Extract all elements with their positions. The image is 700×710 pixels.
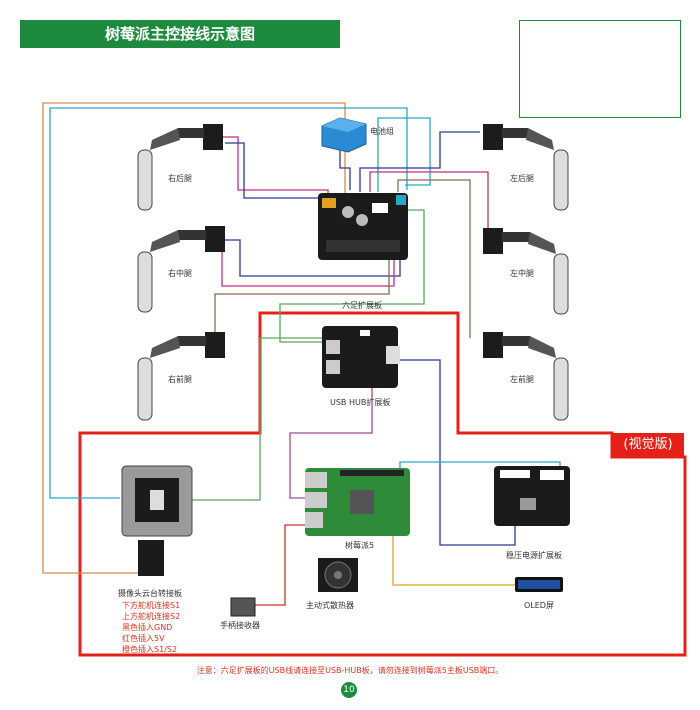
camera-notes: 下方舵机连接S1 上方舵机连接S2 黑色插入GND 红色插入5V 橙色插入S1/… bbox=[122, 600, 180, 655]
robot-thumbnail-frame bbox=[519, 20, 681, 118]
label-camera-board: 摄像头云台转接板 bbox=[118, 589, 182, 598]
usb-hub-expansion-board bbox=[322, 326, 400, 388]
wire-cyan-loop bbox=[377, 117, 431, 192]
camera-note: 橙色插入S1/S2 bbox=[122, 645, 178, 654]
rear-left-leg bbox=[483, 124, 569, 211]
label-front-right-leg: 右前腿 bbox=[168, 375, 192, 384]
footer-note: 注意：六足扩展板的USB线请连接至USB-HUB板，请勿连接到树莓派5主板USB… bbox=[196, 666, 504, 675]
vision-frame bbox=[78, 311, 687, 657]
handle-receiver-device bbox=[230, 597, 256, 617]
wire-gold-oled bbox=[392, 535, 515, 586]
wire-mid-right-magenta bbox=[221, 250, 395, 287]
wire-green-camera bbox=[192, 337, 325, 501]
wire-mid-left-magenta bbox=[369, 171, 489, 237]
wire-navy-regulator bbox=[395, 359, 516, 546]
regulator-board bbox=[494, 466, 570, 526]
label-mid-right-leg: 右中腿 bbox=[168, 269, 192, 278]
label-regulator-board: 稳压电源扩展板 bbox=[506, 551, 562, 560]
label-oled: OLED屏 bbox=[524, 601, 554, 610]
camera-note: 红色插入5V bbox=[122, 634, 165, 643]
label-front-left-leg: 左前腿 bbox=[510, 375, 534, 384]
label-rear-left-leg: 左后腿 bbox=[510, 174, 534, 183]
label-mid-left-leg: 左中腿 bbox=[510, 269, 534, 278]
label-usb-hub-board: USB HUB扩展板 bbox=[330, 398, 391, 407]
camera-pan-tilt bbox=[121, 465, 193, 576]
wire-red-handle bbox=[255, 524, 313, 606]
battery-pack bbox=[321, 117, 367, 153]
wire-violet-pi bbox=[289, 385, 373, 499]
mid-left-leg bbox=[483, 228, 569, 315]
raspberry-pi-board bbox=[305, 468, 410, 536]
hexapod-expansion-board bbox=[318, 193, 408, 260]
mid-right-leg bbox=[137, 226, 225, 313]
wire-front-left-brown bbox=[397, 179, 471, 338]
oled-screen bbox=[515, 577, 563, 592]
rear-right-leg bbox=[137, 124, 223, 211]
label-handle-receiver: 手柄接收器 bbox=[220, 621, 260, 630]
wire-rear-left-navy bbox=[359, 131, 480, 192]
vision-version-tag: (视觉版) bbox=[612, 433, 684, 457]
camera-note: 上方舵机连接S2 bbox=[122, 612, 181, 621]
label-fan: 主动式散热器 bbox=[306, 601, 354, 610]
label-raspberry-pi: 树莓派5 bbox=[345, 541, 375, 550]
cooling-fan bbox=[318, 558, 358, 592]
wire-front-right-brown bbox=[214, 258, 390, 335]
wire-rear-right-magenta bbox=[220, 136, 329, 232]
page-number: 10 bbox=[341, 682, 357, 698]
page-title: 树莓派主控接线示意图 bbox=[20, 20, 340, 48]
wire-battery bbox=[339, 145, 351, 190]
wire-cyan-camera bbox=[49, 107, 408, 499]
wire-green-usb bbox=[279, 209, 425, 343]
label-hexapod-board: 六足扩展板 bbox=[342, 301, 382, 310]
label-rear-right-leg: 右后腿 bbox=[168, 174, 192, 183]
front-right-leg bbox=[137, 332, 225, 421]
camera-note: 下方舵机连接S1 bbox=[122, 601, 181, 610]
wire-rear-right-navy bbox=[225, 142, 320, 199]
wire-mid-right-navy bbox=[225, 239, 401, 277]
label-battery: 电池组 bbox=[370, 127, 394, 136]
camera-note: 黑色插入GND bbox=[122, 623, 173, 632]
front-left-leg bbox=[483, 332, 569, 421]
